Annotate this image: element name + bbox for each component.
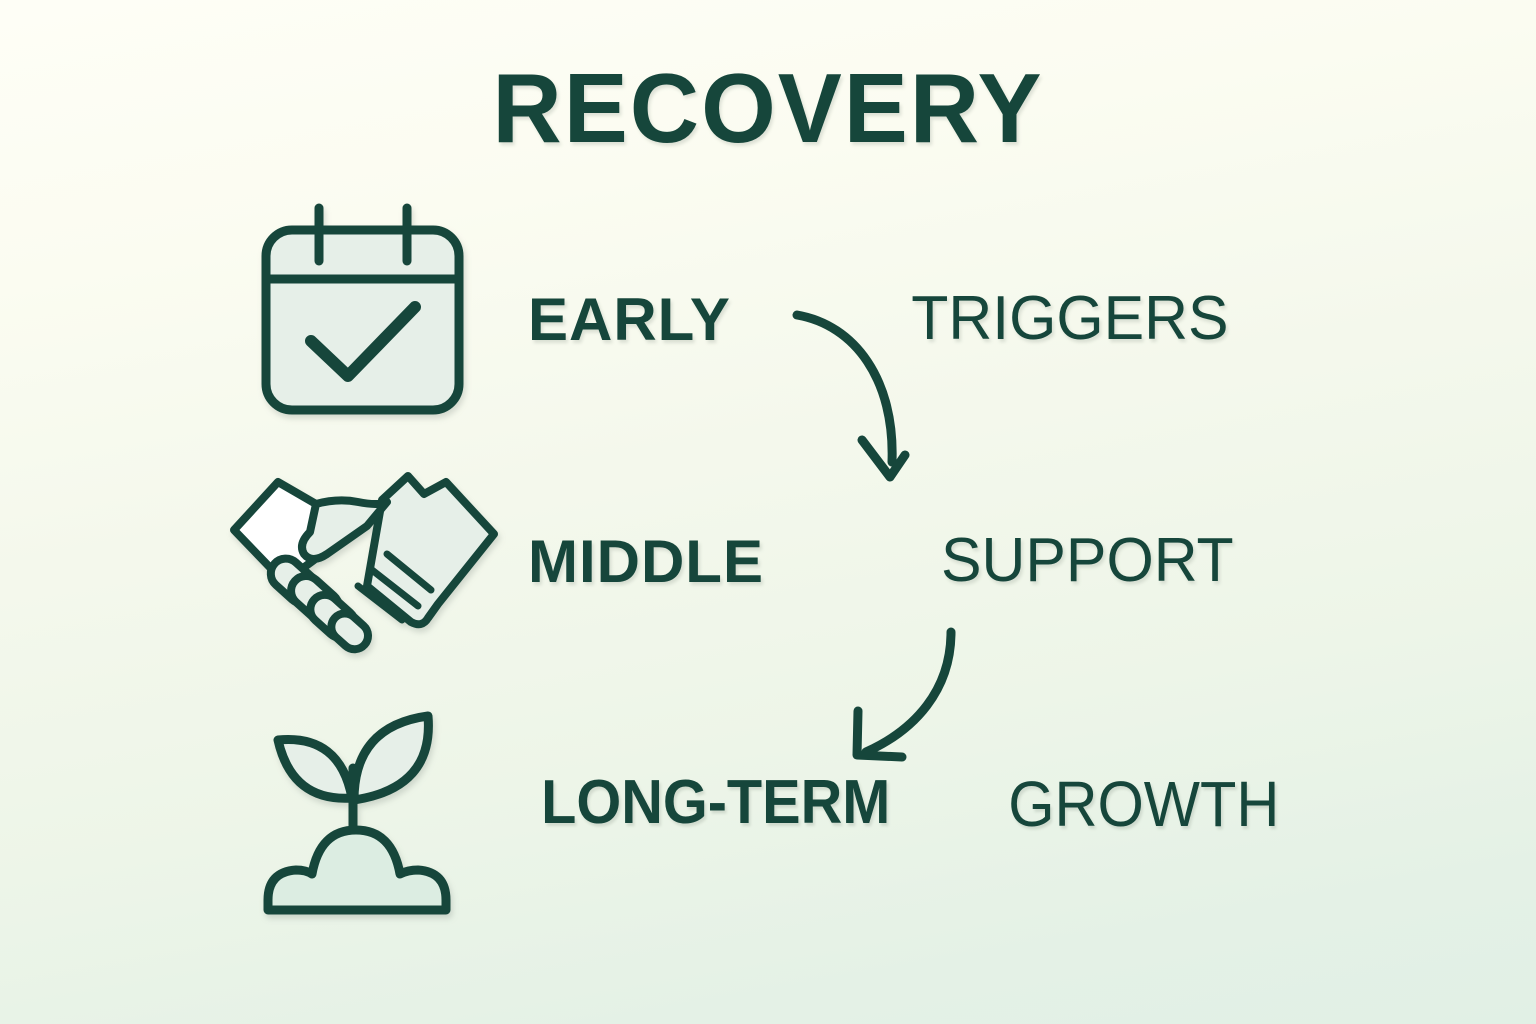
arrow-middle-to-long-term-icon: [852, 627, 956, 762]
handshake-icon: [230, 468, 502, 654]
stage-sublabel-growth: GROWTH: [1008, 768, 1280, 840]
sprout-icon: [262, 702, 462, 917]
stage-label-middle: MIDDLE: [528, 528, 764, 595]
stage-label-long-term: LONG-TERM: [541, 768, 891, 837]
arrow-early-to-middle-icon: [792, 310, 910, 482]
calendar-check-icon: [255, 203, 470, 421]
stage-sublabel-support: SUPPORT: [940, 526, 1234, 595]
page-title: RECOVERY: [492, 53, 1044, 163]
stage-sublabel-triggers: TRIGGERS: [911, 284, 1229, 353]
stage-label-early: EARLY: [528, 286, 731, 353]
